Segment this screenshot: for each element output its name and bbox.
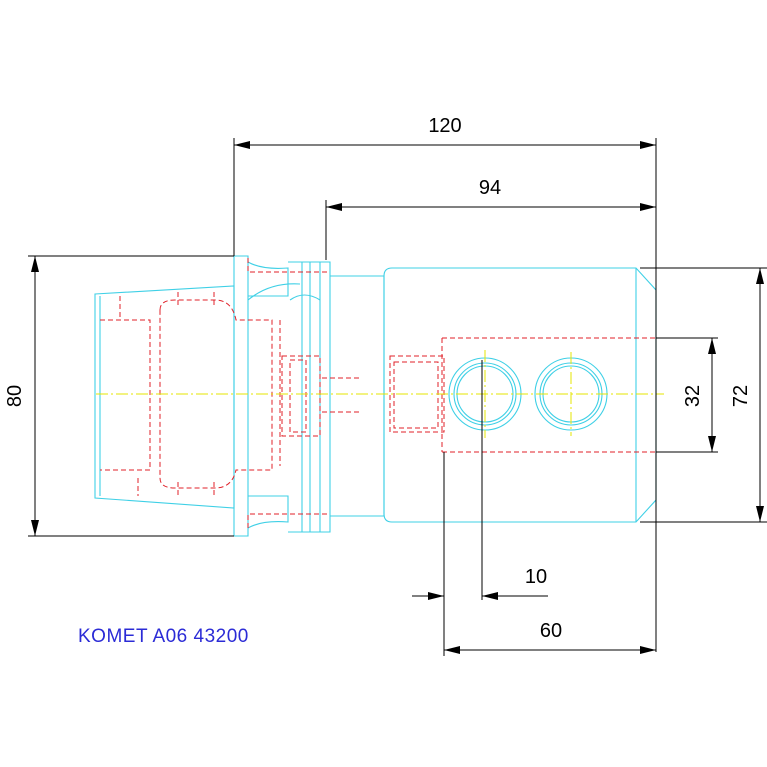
dim-label-60: 60 [540,620,562,642]
flange-outline [233,255,249,537]
dim-label-10: 10 [525,566,547,588]
dim-label-80: 80 [4,385,26,407]
taper-shank-outline [94,285,235,509]
dimension-labels: 120 94 80 72 32 10 60 [4,115,752,642]
dim-label-72: 72 [730,385,752,407]
centerlines [96,350,664,438]
dim-label-94: 94 [479,177,501,199]
hidden-bore-left [281,355,321,437]
part-number-caption: KOMET A06 43200 [78,626,249,647]
body-outline [383,267,657,523]
part-outline [94,255,657,537]
dim-label-32: 32 [682,385,704,407]
dimension-lines [28,138,767,656]
hidden-lines [100,258,656,528]
dim-label-120: 120 [428,115,461,137]
hidden-bore-body [389,355,445,433]
